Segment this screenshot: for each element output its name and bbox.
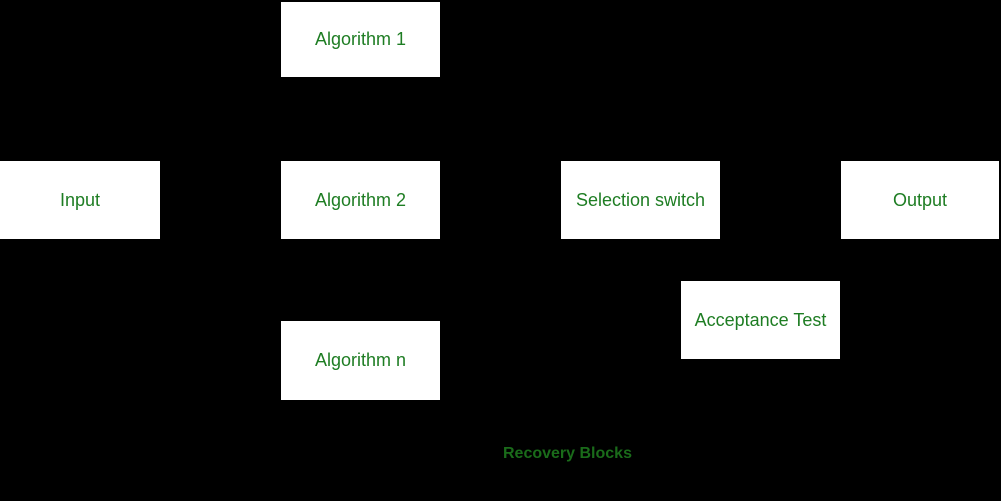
node-input: Input — [0, 161, 160, 239]
node-selection-switch: Selection switch — [561, 161, 720, 239]
diagram-caption: Recovery Blocks — [503, 445, 632, 462]
node-algorithm-n: Algorithm n — [281, 321, 440, 400]
node-output: Output — [841, 161, 999, 239]
node-acceptance-test: Acceptance Test — [681, 281, 840, 359]
node-algorithm-1: Algorithm 1 — [281, 2, 440, 77]
node-algorithm-2: Algorithm 2 — [281, 161, 440, 239]
